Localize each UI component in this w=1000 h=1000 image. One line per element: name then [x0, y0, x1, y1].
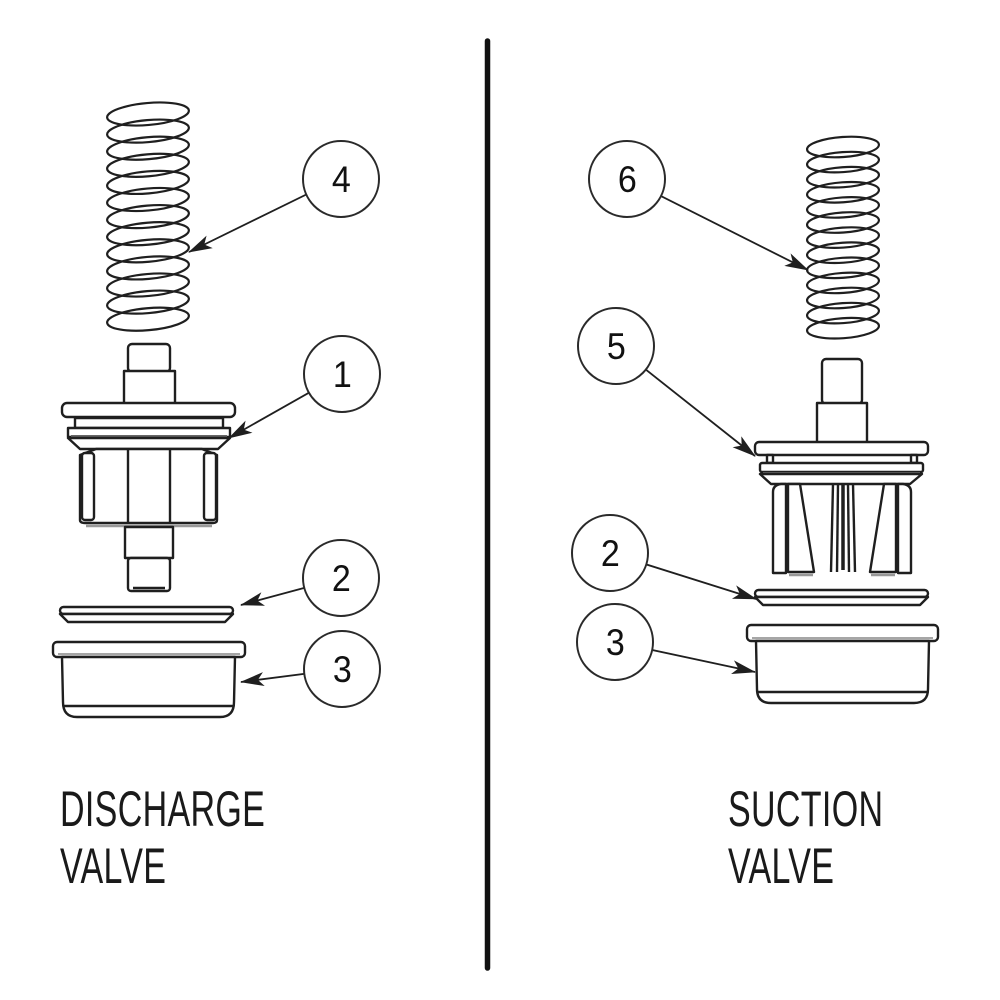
valve-lower-stem-2: [126, 556, 172, 593]
spring-coil: [106, 289, 190, 315]
spring-coil: [805, 226, 881, 249]
discharge-valve-assembly: [51, 101, 343, 719]
callout-balloon-2-left: 2: [302, 539, 380, 617]
callout-number: 2: [331, 557, 351, 599]
suction-seat: [745, 623, 940, 705]
center-blade-line: [846, 483, 851, 573]
suction-valve-body: [753, 357, 930, 577]
spring-coil: [106, 186, 190, 213]
spring-coil: [106, 169, 190, 196]
suction-valve-assembly: [609, 135, 940, 705]
valve-top-flange: [60, 401, 237, 419]
valve-cone: [66, 436, 232, 451]
center-blade-line: [829, 483, 835, 573]
spring-coil: [805, 211, 881, 234]
spring-coil: [805, 271, 881, 295]
callout-number: 3: [332, 648, 352, 690]
spring-coil: [805, 165, 881, 189]
callout-number: 1: [332, 353, 352, 395]
callout-number: 4: [331, 158, 351, 200]
spring-coil: [106, 135, 190, 161]
callout-balloon-6: 6: [588, 140, 666, 218]
spring-coil: [106, 118, 190, 144]
spring-coil: [805, 135, 881, 159]
callout-balloon-3-right: 3: [576, 603, 654, 681]
valve-main-body: [78, 447, 219, 525]
spring-coil: [805, 196, 881, 219]
callout-balloon-1: 1: [303, 335, 381, 413]
suction-disc: [753, 588, 930, 607]
valve-seal-ring: [758, 461, 925, 474]
discharge-seat: [51, 640, 247, 719]
valve-stem-mid: [815, 401, 869, 445]
disc-bevel: [58, 612, 235, 624]
spring-coil: [106, 152, 190, 178]
callout-balloon-3-left: 3: [303, 630, 381, 708]
label-line-2: VALVE: [60, 838, 167, 894]
valve-stem-top: [820, 357, 864, 406]
seat-cup: [60, 655, 237, 719]
leg-inner-right: [868, 482, 898, 574]
spring-coil: [805, 316, 881, 340]
callout-number: 6: [617, 158, 637, 200]
callout-number: 5: [606, 325, 626, 367]
callout-balloon-2-right: 2: [571, 514, 649, 592]
callout-number: 2: [600, 532, 620, 574]
spring-coil: [106, 255, 190, 281]
valve-top-flange: [753, 440, 930, 457]
spring-coil: [106, 238, 190, 264]
spring-coil: [106, 306, 190, 332]
valve-stem-top: [126, 342, 172, 374]
label-line-2: VALVE: [728, 838, 835, 894]
valve-neck-band: [73, 416, 225, 430]
disc-bevel: [753, 595, 930, 607]
spring-coil: [106, 272, 190, 298]
label-line-1: SUCTION: [728, 781, 884, 837]
leg-outer-right: [896, 482, 913, 575]
spring-coil: [805, 286, 881, 310]
spring-coil: [805, 150, 881, 174]
spring-coil: [106, 101, 190, 127]
spring-coil: [106, 221, 190, 247]
suction-spring: [805, 135, 881, 340]
discharge-valve-label: DISCHARGE VALVE: [60, 781, 265, 895]
discharge-spring: [106, 101, 190, 332]
leg-inner-left: [786, 482, 816, 574]
callout-balloon-4: 4: [302, 140, 380, 218]
suction-valve-label: SUCTION VALVE: [728, 781, 883, 895]
spring-coil: [106, 203, 190, 230]
spring-coil: [805, 301, 881, 325]
body-side-tab-left: [80, 451, 96, 522]
valve-lower-stem-1: [123, 525, 175, 560]
discharge-disc: [58, 605, 235, 624]
label-line-1: DISCHARGE: [60, 781, 266, 837]
callout-number: 3: [605, 621, 625, 663]
body-side-tab-right: [202, 451, 218, 522]
callout-balloon-5: 5: [577, 307, 655, 385]
center-blade-line: [835, 483, 840, 573]
discharge-valve-body: [60, 342, 237, 593]
valve-stem-mid: [122, 369, 177, 406]
leg-outer-left: [771, 482, 788, 575]
spring-coil: [805, 180, 881, 204]
valve-cone: [758, 472, 924, 486]
center-blade-line: [851, 483, 857, 573]
seat-cup: [754, 639, 931, 705]
